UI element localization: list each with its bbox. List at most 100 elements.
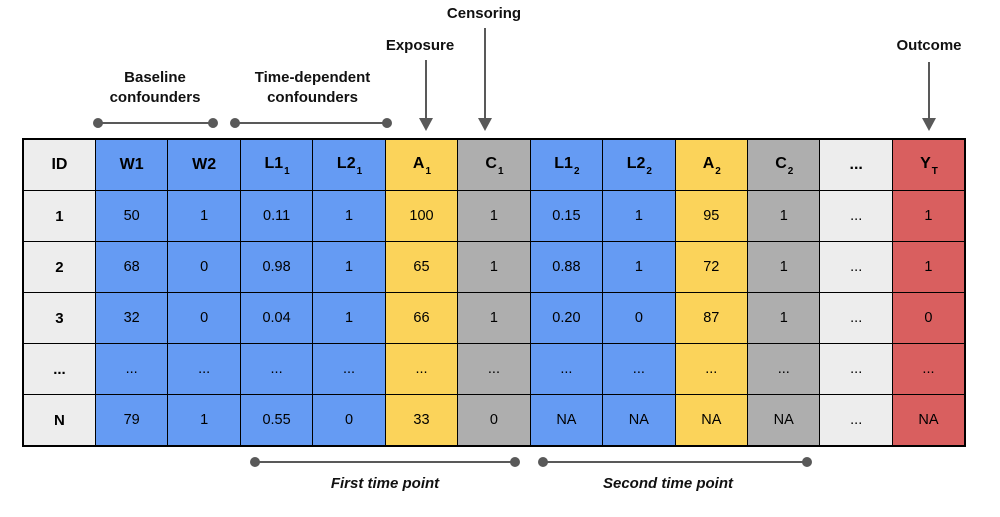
table-cell-l2_2: ... (602, 343, 676, 395)
baseline-confounders-bracket (93, 118, 218, 128)
table-cell-w1: 50 (94, 190, 169, 242)
table-row: ....................................... (22, 343, 966, 395)
table-cell-dots: ... (819, 241, 893, 293)
first-time-point-bracket (250, 457, 520, 467)
column-header-a_2: A2 (674, 138, 749, 191)
table-cell-c_2: NA (747, 394, 821, 447)
table-cell-y_t: 1 (891, 190, 966, 242)
table-cell-y_t: 1 (891, 241, 966, 293)
table-cell-y_t: ... (891, 343, 966, 395)
second-time-point-bracket (538, 457, 812, 467)
table-cell-y_t: NA (891, 394, 966, 447)
table-cell-id: N (22, 394, 96, 447)
table-cell-dots: ... (819, 343, 893, 395)
table-cell-a_1: 66 (384, 292, 459, 344)
table-cell-l2_1: 1 (312, 241, 386, 293)
table-cell-a_2: 72 (674, 241, 749, 293)
table-cell-c_2: 1 (747, 292, 821, 344)
column-header-l1_2: L12 (529, 138, 604, 191)
table-cell-c_1: 0 (457, 394, 531, 447)
column-header-l2_1: L21 (312, 138, 386, 191)
table-cell-a_2: NA (674, 394, 749, 447)
table-cell-l2_2: NA (602, 394, 676, 447)
table-cell-l2_1: 0 (312, 394, 386, 447)
table-cell-id: ... (22, 343, 96, 395)
second-time-point-label: Second time point (602, 475, 733, 492)
exposure-label: Exposure (385, 37, 455, 54)
table-cell-c_1: ... (457, 343, 531, 395)
column-header-l2_2: L22 (602, 138, 676, 191)
table-cell-l1_2: NA (529, 394, 604, 447)
table-cell-dots: ... (819, 292, 893, 344)
table-cell-y_t: 0 (891, 292, 966, 344)
table-cell-w1: 32 (94, 292, 169, 344)
table-cell-l2_2: 1 (602, 241, 676, 293)
table-cell-l1_1: ... (239, 343, 314, 395)
table-cell-c_2: ... (747, 343, 821, 395)
table-cell-c_2: 1 (747, 190, 821, 242)
column-header-c_1: C1 (457, 138, 531, 191)
table-cell-l1_2: ... (529, 343, 604, 395)
table-cell-id: 1 (22, 190, 96, 242)
table-cell-a_1: 100 (384, 190, 459, 242)
column-header-l1_1: L11 (239, 138, 314, 191)
table-cell-l1_1: 0.04 (239, 292, 314, 344)
column-header-id: ID (22, 138, 96, 191)
table-cell-w2: 0 (167, 292, 241, 344)
table-cell-w1: 68 (94, 241, 169, 293)
table-cell-l1_2: 0.15 (529, 190, 604, 242)
table-cell-a_2: ... (674, 343, 749, 395)
table-cell-l2_2: 1 (602, 190, 676, 242)
table-cell-dots: ... (819, 190, 893, 242)
table-cell-w2: 1 (167, 394, 241, 447)
table-cell-id: 3 (22, 292, 96, 344)
table-cell-w1: ... (94, 343, 169, 395)
table-cell-c_1: 1 (457, 190, 531, 242)
censoring-label: Censoring (446, 5, 522, 22)
table-cell-l1_1: 0.11 (239, 190, 314, 242)
table-cell-a_2: 95 (674, 190, 749, 242)
table-cell-l2_1: 1 (312, 292, 386, 344)
table-cell-w2: ... (167, 343, 241, 395)
table-cell-c_2: 1 (747, 241, 821, 293)
column-header-w2: W2 (167, 138, 241, 191)
table-cell-a_2: 87 (674, 292, 749, 344)
table-cell-a_1: ... (384, 343, 459, 395)
table-cell-c_1: 1 (457, 241, 531, 293)
column-header-y_t: YT (891, 138, 966, 191)
table-cell-a_1: 65 (384, 241, 459, 293)
column-header-a_1: A1 (384, 138, 459, 191)
exposure-arrow-icon (419, 60, 433, 131)
table-cell-w1: 79 (94, 394, 169, 447)
first-time-point-label: First time point (330, 475, 440, 492)
table-cell-l1_2: 0.20 (529, 292, 604, 344)
table-cell-id: 2 (22, 241, 96, 293)
table-cell-l2_1: ... (312, 343, 386, 395)
time-dependent-confounders-bracket (230, 118, 392, 128)
baseline-confounders-label: Baseline confounders (109, 69, 201, 106)
outcome-label: Outcome (896, 37, 962, 54)
table-cell-w2: 1 (167, 190, 241, 242)
censoring-arrow-icon (478, 28, 492, 131)
time-dependent-confounders-label: Time-dependent confounders (254, 69, 371, 106)
table-cell-a_1: 33 (384, 394, 459, 447)
outcome-arrow-icon (922, 62, 936, 131)
table-cell-l1_1: 0.98 (239, 241, 314, 293)
table-cell-dots: ... (819, 394, 893, 447)
column-header-c_2: C2 (747, 138, 821, 191)
table-cell-w2: 0 (167, 241, 241, 293)
column-header-dots: ... (819, 138, 893, 191)
table-cell-l2_2: 0 (602, 292, 676, 344)
table-cell-l2_1: 1 (312, 190, 386, 242)
table-cell-c_1: 1 (457, 292, 531, 344)
column-header-w1: W1 (94, 138, 169, 191)
table-cell-l1_2: 0.88 (529, 241, 604, 293)
